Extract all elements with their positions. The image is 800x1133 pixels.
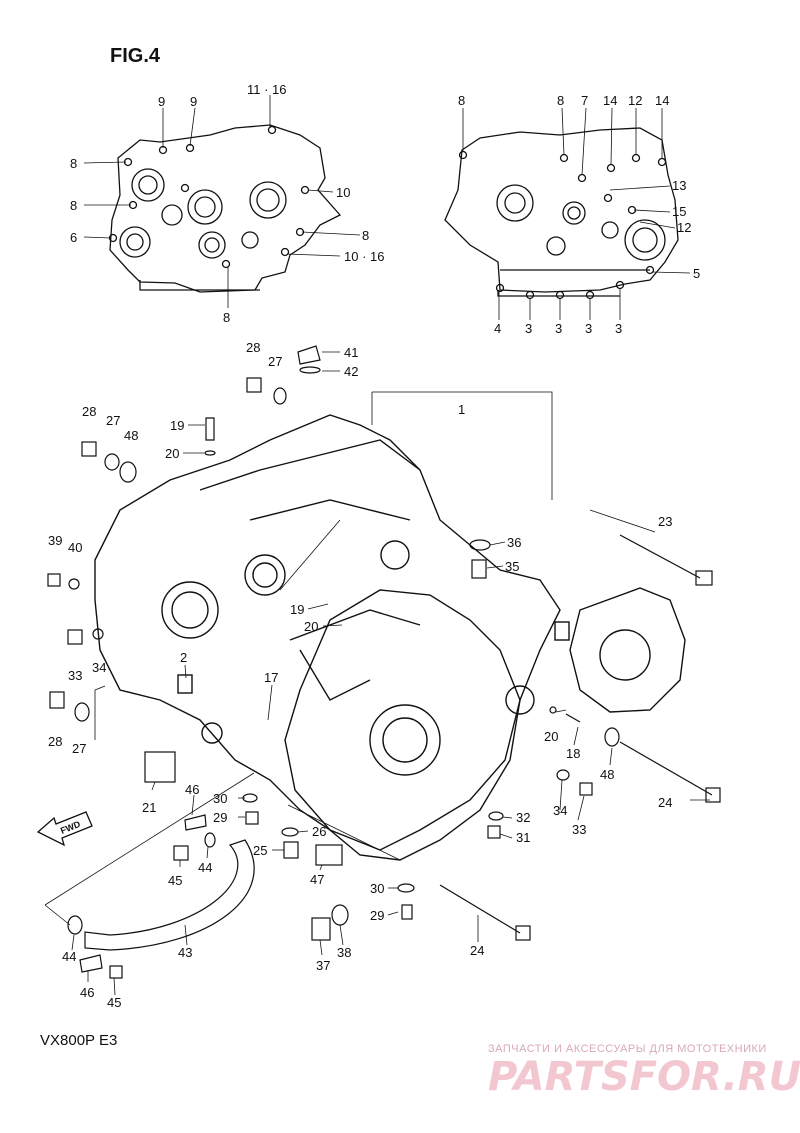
- callout-3: 3: [555, 321, 562, 336]
- left-crankcase-view: [108, 124, 342, 293]
- watermark-tagline: ЗАПЧАСТИ И АКСЕССУАРЫ ДЛЯ МОТОТЕХНИКИ: [488, 1043, 767, 1055]
- callout-47: 47: [310, 872, 324, 887]
- callout-34: 34: [92, 660, 106, 675]
- callout-30: 30: [370, 881, 384, 896]
- left-view-leader-lines: [83, 95, 361, 308]
- callout-39: 39: [48, 533, 62, 548]
- callout-48: 48: [600, 767, 614, 782]
- callout-41: 41: [344, 345, 358, 360]
- callout-9: 9: [190, 94, 197, 109]
- callout-8: 8: [362, 228, 369, 243]
- callout-37: 37: [316, 958, 330, 973]
- callout-3: 3: [585, 321, 592, 336]
- callout-18: 18: [566, 746, 580, 761]
- callout-8: 8: [223, 310, 230, 325]
- callout-20: 20: [165, 446, 179, 461]
- callout-8: 8: [70, 156, 77, 171]
- callout-19: 19: [170, 418, 184, 433]
- callout-11-16: 11 · 16: [247, 82, 287, 97]
- callout-26: 26: [312, 824, 326, 839]
- callout-10: 10: [336, 185, 350, 200]
- watermark: ЗАПЧАСТИ И АКСЕССУАРЫ ДЛЯ МОТОТЕХНИКИ PA…: [488, 1043, 800, 1100]
- callout-27: 27: [72, 741, 86, 756]
- callout-23: 23: [658, 514, 672, 529]
- callout-33: 33: [68, 668, 82, 683]
- callout-29: 29: [370, 908, 384, 923]
- callout-48: 48: [124, 428, 138, 443]
- figure-title: FIG.4: [110, 45, 161, 67]
- callout-28: 28: [82, 404, 96, 419]
- callout-2: 2: [180, 650, 187, 665]
- model-code-label: VX800P E3: [40, 1032, 117, 1049]
- callout-44: 44: [62, 949, 76, 964]
- callout-4: 4: [494, 321, 501, 336]
- callout-27: 27: [106, 413, 120, 428]
- callout-33: 33: [572, 822, 586, 837]
- callout-31: 31: [516, 830, 530, 845]
- callout-30: 30: [213, 791, 227, 806]
- callout-5: 5: [693, 266, 700, 281]
- callout-24: 24: [658, 795, 672, 810]
- callout-1: 1: [458, 402, 465, 417]
- callout-14: 14: [655, 93, 669, 108]
- callout-8: 8: [70, 198, 77, 213]
- callout-46: 46: [185, 782, 199, 797]
- callout-20: 20: [304, 619, 318, 634]
- callout-35: 35: [505, 559, 519, 574]
- callout-38: 38: [337, 945, 351, 960]
- main-leader-lines: [44, 351, 710, 996]
- callout-44: 44: [198, 860, 212, 875]
- callout-8: 8: [557, 93, 564, 108]
- callout-36: 36: [507, 535, 521, 550]
- callout-9: 9: [158, 94, 165, 109]
- callout-25: 25: [253, 843, 267, 858]
- right-view-callouts: 8 8 7 14 12 14 13 15 12 5 4 3 3 3 3: [458, 93, 700, 336]
- callout-6: 6: [70, 230, 77, 245]
- callout-40: 40: [68, 540, 82, 555]
- callout-45: 45: [168, 873, 182, 888]
- callout-32: 32: [516, 810, 530, 825]
- callout-10-16: 10 · 16: [344, 249, 384, 264]
- callout-43: 43: [178, 945, 192, 960]
- callout-3: 3: [615, 321, 622, 336]
- right-view-leader-lines: [462, 107, 691, 320]
- callout-21: 21: [142, 800, 156, 815]
- crankcase-assembly-drawing: [94, 414, 686, 861]
- main-callouts: 28 41 27 42 1 28 27 48 19 20 39 40 36 35…: [48, 340, 672, 1010]
- callout-28: 28: [246, 340, 260, 355]
- callout-13: 13: [672, 178, 686, 193]
- callout-46: 46: [80, 985, 94, 1000]
- callout-15: 15: [672, 204, 686, 219]
- callout-12: 12: [628, 93, 642, 108]
- callout-28: 28: [48, 734, 62, 749]
- watermark-logo: PARTSFOR.RU: [488, 1054, 800, 1100]
- callout-7: 7: [581, 93, 588, 108]
- callout-8: 8: [458, 93, 465, 108]
- callout-24: 24: [470, 943, 484, 958]
- callout-17: 17: [264, 670, 278, 685]
- callout-42: 42: [344, 364, 358, 379]
- callout-34: 34: [553, 803, 567, 818]
- callout-20: 20: [544, 729, 558, 744]
- callout-3: 3: [525, 321, 532, 336]
- separate-parts: [47, 345, 721, 979]
- callout-12: 12: [677, 220, 691, 235]
- callout-45: 45: [107, 995, 121, 1010]
- callout-14: 14: [603, 93, 617, 108]
- callout-29: 29: [213, 810, 227, 825]
- callout-19: 19: [290, 602, 304, 617]
- forward-direction-arrow: FWD: [36, 811, 93, 847]
- left-view-callouts: 9 9 11 · 16 8 8 6 10 8 10 · 16 8: [70, 82, 384, 325]
- right-crankcase-view: [444, 127, 679, 300]
- callout-27: 27: [268, 354, 282, 369]
